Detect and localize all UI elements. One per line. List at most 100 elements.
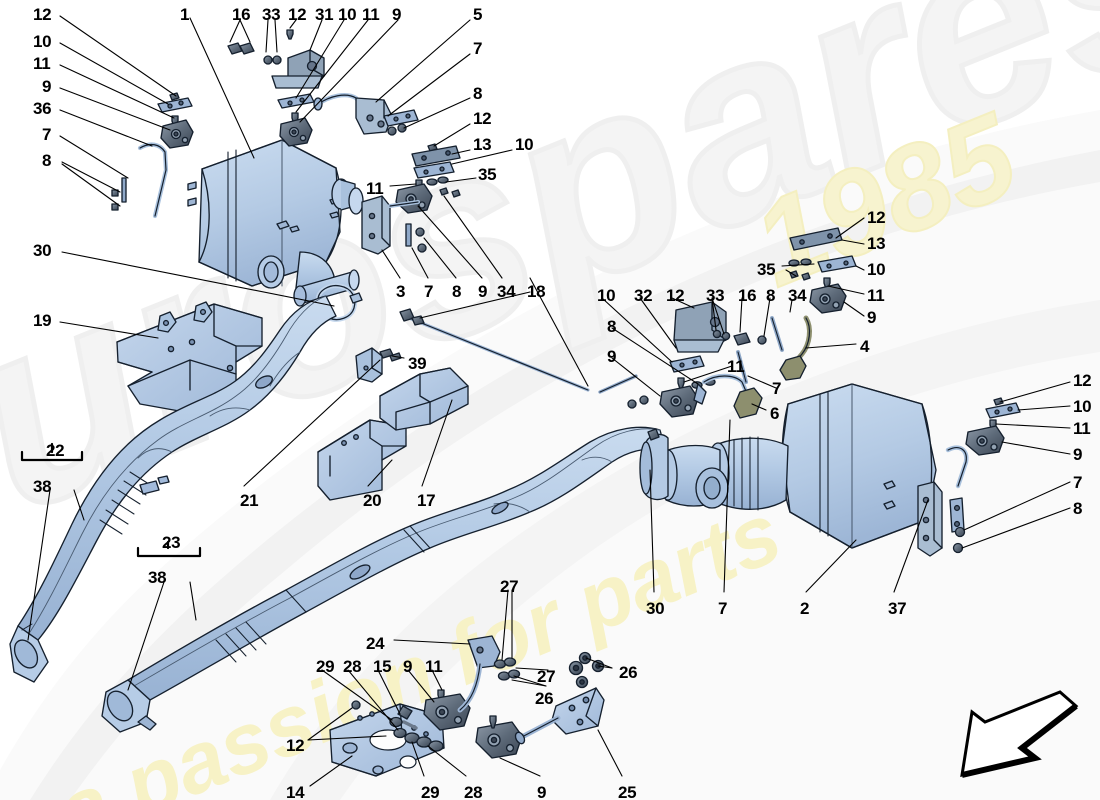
callout-11-c75: 11 bbox=[425, 657, 443, 676]
callout-16-c15: 16 bbox=[232, 5, 251, 24]
callout-11-c49: 11 bbox=[727, 357, 745, 376]
center-right-cluster bbox=[598, 301, 767, 419]
callout-27-c76: 27 bbox=[537, 667, 556, 686]
center-fastener-stack bbox=[395, 143, 461, 214]
callout-24-c70: 24 bbox=[366, 634, 385, 653]
part-22-front-pipe-assembly bbox=[9, 295, 337, 683]
callout-33-c16: 33 bbox=[262, 5, 281, 24]
direction-arrow bbox=[960, 690, 1079, 778]
callout-35-c54: 35 bbox=[757, 260, 776, 279]
part-20-heat-shield-lower bbox=[317, 419, 407, 501]
callout-9-c04: 9 bbox=[42, 77, 52, 96]
callout-34-c34: 34 bbox=[497, 282, 516, 301]
callout-20-c38: 20 bbox=[363, 491, 382, 510]
callout-13-c26: 13 bbox=[473, 135, 492, 154]
callout-11-c03: 11 bbox=[33, 54, 51, 73]
callout-14-c80: 14 bbox=[286, 783, 305, 800]
callout-38-c11: 38 bbox=[33, 477, 52, 496]
callout-6-c51: 6 bbox=[770, 404, 780, 423]
callout-10-c60: 10 bbox=[1073, 397, 1092, 416]
callout-10-c19: 10 bbox=[338, 5, 357, 24]
callout-5-c22: 5 bbox=[473, 5, 483, 24]
callout-7-c23: 7 bbox=[473, 39, 483, 58]
callout-8-c47: 8 bbox=[607, 317, 617, 336]
callout-7-c63: 7 bbox=[1073, 473, 1083, 492]
callout-10-c40: 10 bbox=[597, 286, 616, 305]
fastener-stack-upper-left bbox=[157, 92, 194, 149]
callout-11-c56: 11 bbox=[867, 286, 885, 305]
part-36-hanger-rod-left bbox=[111, 142, 169, 219]
callout-35-c28: 35 bbox=[478, 165, 497, 184]
callout-29-c81: 29 bbox=[421, 783, 440, 800]
callout-29-c71: 29 bbox=[316, 657, 335, 676]
callout-8-c64: 8 bbox=[1073, 499, 1083, 518]
callout-12-c52: 12 bbox=[867, 208, 886, 227]
part-39-bracket-fasteners bbox=[355, 347, 402, 383]
part-30-exhaust-clamp-left bbox=[315, 283, 363, 322]
callout-36-c05: 36 bbox=[33, 99, 52, 118]
callout-11-c61: 11 bbox=[1073, 419, 1091, 438]
callout-8-c45: 8 bbox=[766, 286, 776, 305]
callout-28-c82: 28 bbox=[464, 783, 483, 800]
callout-9-c74: 9 bbox=[403, 657, 413, 676]
callout-19-c09: 19 bbox=[33, 311, 52, 330]
callout-8-c24: 8 bbox=[473, 84, 483, 103]
part-5-hanger-arm bbox=[313, 93, 419, 136]
callout-26-c77: 26 bbox=[619, 663, 638, 682]
callout-27-c69: 27 bbox=[500, 577, 519, 596]
part-17-heat-shield-small bbox=[379, 367, 469, 431]
callout-17-c39: 17 bbox=[417, 491, 436, 510]
callout-26-c78: 26 bbox=[535, 689, 554, 708]
callout-9-c57: 9 bbox=[867, 308, 877, 327]
callout-11-c20: 11 bbox=[362, 5, 380, 24]
callout-4-c58: 4 bbox=[860, 337, 870, 356]
callout-12-c59: 12 bbox=[1073, 371, 1092, 390]
callout-25-c84: 25 bbox=[618, 783, 637, 800]
callout-30-c65: 30 bbox=[646, 599, 665, 618]
callout-9-c83: 9 bbox=[537, 783, 547, 800]
callout-13-c53: 13 bbox=[867, 234, 886, 253]
callout-7-c31: 7 bbox=[424, 282, 434, 301]
callout-12-c25: 12 bbox=[473, 109, 492, 128]
part-2-rear-silencer-right bbox=[658, 383, 937, 549]
callout-32-c41: 32 bbox=[634, 286, 653, 305]
callout-10-c27: 10 bbox=[515, 135, 534, 154]
callout-23-c12: 23 bbox=[162, 533, 181, 552]
callout-10-c55: 10 bbox=[867, 260, 886, 279]
callout-9-c62: 9 bbox=[1073, 445, 1083, 464]
callout-12-c17: 12 bbox=[288, 5, 307, 24]
callout-39-c36: 39 bbox=[408, 354, 427, 373]
part-18-hanger-rod bbox=[399, 308, 590, 392]
callout-11-c29: 11 bbox=[366, 179, 384, 198]
callout-18-c35: 18 bbox=[527, 282, 546, 301]
part-37-mount-bracket-right bbox=[917, 397, 1021, 557]
callout-12-c42: 12 bbox=[666, 286, 685, 305]
callout-2-c67: 2 bbox=[800, 599, 810, 618]
callout-8-c07: 8 bbox=[42, 151, 52, 170]
callout-1-c14: 1 bbox=[180, 5, 190, 24]
callout-33-c43: 33 bbox=[706, 286, 725, 305]
callout-12-c79: 12 bbox=[286, 736, 305, 755]
callout-9-c33: 9 bbox=[478, 282, 488, 301]
callout-31-c18: 31 bbox=[315, 5, 334, 24]
callout-8-c32: 8 bbox=[452, 282, 462, 301]
callout-22-c10: 22 bbox=[46, 441, 65, 460]
part-3-bracket-arm bbox=[361, 195, 427, 255]
callout-9-c21: 9 bbox=[392, 5, 402, 24]
callout-12-c01: 12 bbox=[33, 5, 52, 24]
right-upper-fastener-cluster bbox=[770, 227, 857, 381]
callout-30-c08: 30 bbox=[33, 241, 52, 260]
callout-10-c02: 10 bbox=[33, 32, 52, 51]
callout-3-c30: 3 bbox=[396, 282, 406, 301]
callout-37-c68: 37 bbox=[888, 599, 907, 618]
callout-7-c50: 7 bbox=[772, 379, 782, 398]
callout-28-c72: 28 bbox=[343, 657, 362, 676]
callout-7-c66: 7 bbox=[718, 599, 728, 618]
callout-34-c46: 34 bbox=[788, 286, 807, 305]
callout-9-c48: 9 bbox=[607, 347, 617, 366]
part-23-rear-pipe-assembly bbox=[101, 426, 667, 733]
